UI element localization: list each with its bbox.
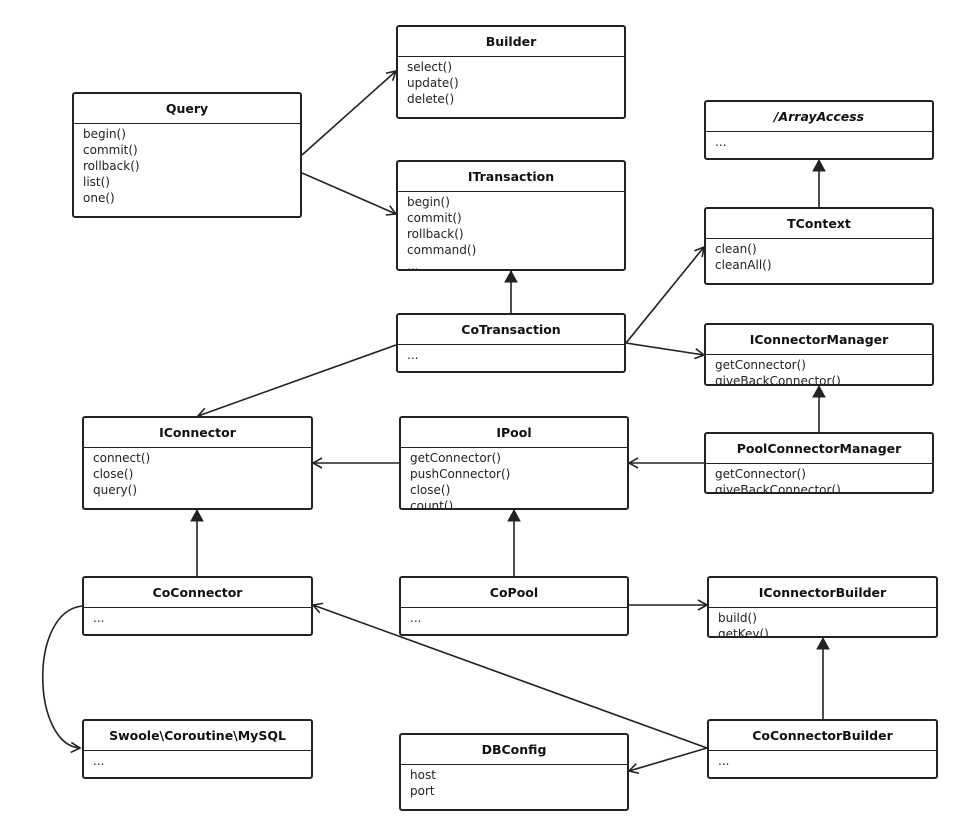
member: commit()	[407, 211, 462, 225]
relation-query-itransaction	[301, 172, 398, 216]
class-members: clean() cleanAll() ...	[706, 239, 932, 283]
class-members: getConnector() giveBackConnector()	[706, 464, 932, 492]
class-builder[interactable]: Builder select() update() delete() ...	[396, 25, 626, 119]
member: ...	[410, 800, 422, 809]
member: ...	[718, 754, 730, 768]
member: update()	[407, 76, 459, 90]
member: host	[410, 768, 436, 782]
member: getConnector()	[715, 467, 806, 481]
relation-coconnector-swoolemysql	[41, 605, 83, 754]
class-tcontext[interactable]: TContext clean() cleanAll() ...	[704, 207, 934, 285]
member: clean()	[715, 242, 757, 256]
member: delete()	[407, 92, 455, 106]
class-members: connect() close() query() ...	[84, 448, 311, 508]
class-name: DBConfig	[401, 735, 627, 765]
member: ...	[410, 611, 422, 625]
member: ...	[407, 348, 419, 362]
relation-query-builder	[301, 69, 398, 156]
member: build()	[718, 611, 757, 625]
class-name: IConnectorBuilder	[709, 578, 936, 608]
member: commit()	[83, 143, 138, 157]
class-members: select() update() delete() ...	[398, 57, 624, 117]
member: giveBackConnector()	[715, 374, 841, 384]
class-pool-connector-manager[interactable]: PoolConnectorManager getConnector() give…	[704, 432, 934, 494]
class-coconnector[interactable]: CoConnector ...	[82, 576, 313, 636]
member: rollback()	[83, 159, 140, 173]
member: connect()	[93, 451, 151, 465]
class-name: CoConnector	[84, 578, 311, 608]
member: ...	[407, 108, 419, 117]
class-iconnector-builder[interactable]: IConnectorBuilder build() getKey()	[707, 576, 938, 638]
class-cotransaction[interactable]: CoTransaction ...	[396, 313, 626, 373]
member: begin()	[83, 127, 126, 141]
class-name: TContext	[706, 209, 932, 239]
member: list()	[83, 175, 110, 189]
member: ...	[715, 274, 727, 283]
class-members: ...	[84, 751, 311, 777]
class-name: CoTransaction	[398, 315, 624, 345]
class-iconnector-manager[interactable]: IConnectorManager getConnector() giveBac…	[704, 323, 934, 386]
class-members: getConnector() giveBackConnector()	[706, 355, 932, 384]
class-name: Builder	[398, 27, 624, 57]
class-dbconfig[interactable]: DBConfig host port ...	[399, 733, 629, 811]
class-members: ...	[401, 608, 627, 634]
member: ...	[93, 499, 105, 508]
member: ...	[93, 611, 105, 625]
class-iconnector[interactable]: IConnector connect() close() query() ...	[82, 416, 313, 510]
member: ...	[407, 259, 419, 269]
member: ...	[93, 754, 105, 768]
class-members: begin() commit() rollback() list() one()…	[74, 124, 300, 216]
class-name: /ArrayAccess	[706, 102, 932, 132]
class-members: build() getKey()	[709, 608, 936, 636]
member: giveBackConnector()	[715, 483, 841, 492]
relation-cotransaction-tcontext	[625, 245, 706, 344]
class-coconnector-builder[interactable]: CoConnectorBuilder ...	[707, 719, 938, 779]
member: getKey()	[718, 627, 769, 636]
class-members: getConnector() pushConnector() close() c…	[401, 448, 627, 508]
class-swoole-mysql[interactable]: Swoole\Coroutine\MySQL ...	[82, 719, 313, 779]
class-query[interactable]: Query begin() commit() rollback() list()…	[72, 92, 302, 218]
class-members: ...	[84, 608, 311, 634]
class-name: ITransaction	[398, 162, 624, 192]
member: port	[410, 784, 435, 798]
class-name: Swoole\Coroutine\MySQL	[84, 721, 311, 751]
class-copool[interactable]: CoPool ...	[399, 576, 629, 636]
class-name: CoConnectorBuilder	[709, 721, 936, 751]
member: command()	[407, 243, 477, 257]
member: query()	[93, 483, 138, 497]
member: close()	[93, 467, 134, 481]
class-ipool[interactable]: IPool getConnector() pushConnector() clo…	[399, 416, 629, 510]
member: begin()	[407, 195, 450, 209]
member: select()	[407, 60, 453, 74]
member: rollback()	[407, 227, 464, 241]
relation-cotransaction-iconnector	[196, 344, 397, 419]
relation-cotransaction-iconnectormanager	[625, 342, 706, 360]
member: count()	[410, 499, 454, 508]
class-members: host port ...	[401, 765, 627, 809]
class-name: IConnector	[84, 418, 311, 448]
member: getConnector()	[410, 451, 501, 465]
member: getConnector()	[715, 358, 806, 372]
member: close()	[410, 483, 451, 497]
member: one()	[83, 191, 115, 205]
class-members: ...	[709, 751, 936, 777]
class-itransaction[interactable]: ITransaction begin() commit() rollback()…	[396, 160, 626, 271]
member: ...	[83, 207, 95, 216]
class-name: IPool	[401, 418, 627, 448]
relation-coconnectorbuilder-coconnector	[311, 602, 708, 749]
member: pushConnector()	[410, 467, 511, 481]
class-members: ...	[706, 132, 932, 158]
class-members: ...	[398, 345, 624, 371]
class-name: PoolConnectorManager	[706, 434, 932, 464]
member: cleanAll()	[715, 258, 772, 272]
class-members: begin() commit() rollback() command() ..…	[398, 192, 624, 269]
class-array-access[interactable]: /ArrayAccess ...	[704, 100, 934, 160]
class-name: Query	[74, 94, 300, 124]
relation-coconnectorbuilder-dbconfig	[627, 747, 708, 775]
class-name: IConnectorManager	[706, 325, 932, 355]
class-name: CoPool	[401, 578, 627, 608]
member: ...	[715, 135, 727, 149]
